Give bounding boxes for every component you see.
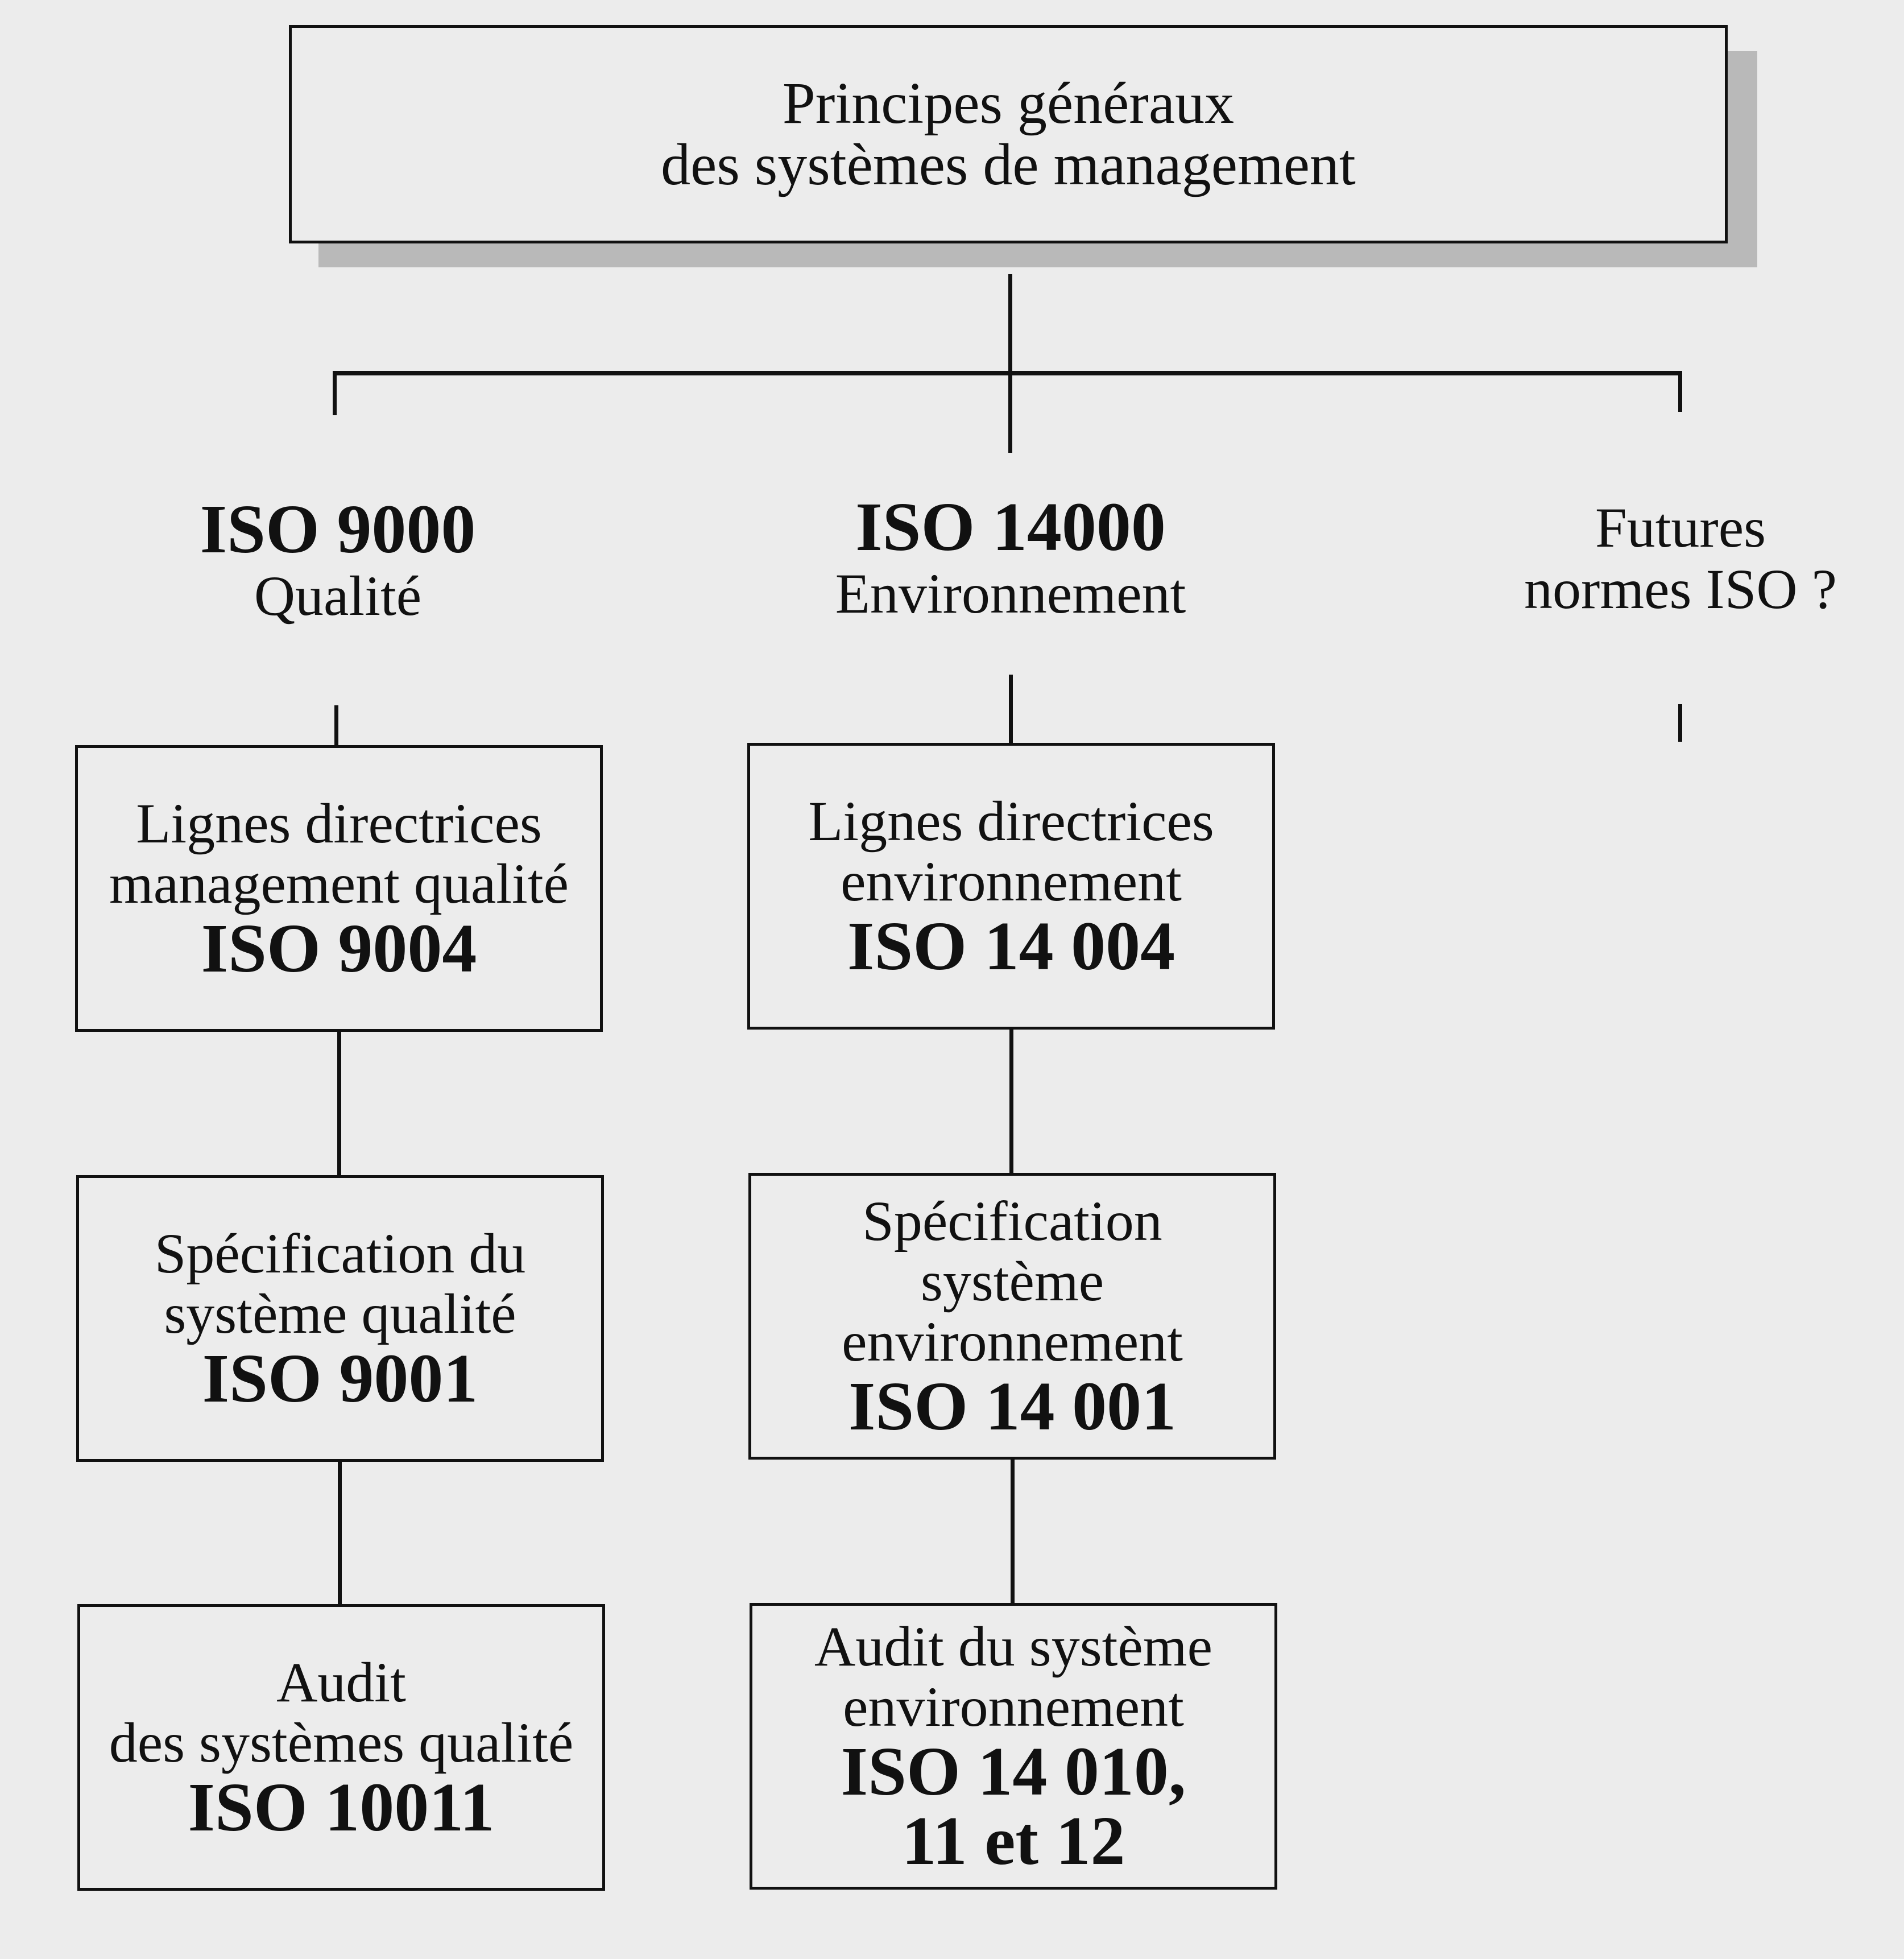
environment-box-audit-line2: environnement [843,1675,1184,1738]
branch-code-quality: ISO 9000 [200,491,476,568]
connector-left-drop [333,371,337,415]
branch-name-environment: Environnement [835,562,1186,625]
environment-box-guidelines: Lignes directrices environnement ISO 14 … [747,743,1275,1030]
quality-box-audit: Audit des systèmes qualité ISO 10011 [77,1604,605,1891]
environment-box-audit: Audit du système environnement ISO 14 01… [750,1603,1277,1890]
connector-quality-2-3 [338,1462,342,1605]
branch-heading-environment: ISO 14000 Environnement [835,491,1186,625]
connector-quality-drop [334,705,338,746]
quality-box-guidelines-line1: Lignes directrices [136,792,542,855]
environment-box-specification-line1: Spécification [862,1189,1162,1253]
branch-name-quality: Qualité [254,564,422,627]
environment-box-audit-line1: Audit du système [814,1615,1212,1678]
top-box-line1: Principes généraux [782,71,1235,136]
branch-future-line2: normes ISO ? [1524,557,1837,621]
connector-environment-drop [1009,675,1013,745]
environment-box-audit-code2: 11 et 12 [901,1803,1125,1879]
environment-box-audit-code: ISO 14 010, [841,1733,1186,1810]
quality-box-audit-line2: des systèmes qualité [109,1711,574,1774]
environment-box-guidelines-code: ISO 14 004 [847,908,1175,985]
connector-quality-1-2 [337,1032,341,1176]
quality-box-guidelines: Lignes directrices management qualité IS… [75,745,603,1032]
top-box: Principes généraux des systèmes de manag… [289,25,1728,243]
quality-box-guidelines-line2: management qualité [109,852,569,915]
environment-box-specification-line2: système [920,1250,1104,1313]
connector-top-vertical [1008,274,1012,453]
environment-box-specification: Spécification système environnement ISO … [748,1173,1276,1460]
connector-horizontal [333,371,1682,375]
environment-box-guidelines-line1: Lignes directrices [808,790,1214,853]
environment-box-specification-line3: environnement [842,1310,1183,1373]
quality-box-specification-line2: système qualité [164,1282,516,1345]
quality-box-specification: Spécification du système qualité ISO 900… [76,1175,604,1462]
branch-code-environment: ISO 14000 [855,489,1166,565]
quality-box-specification-line1: Spécification du [154,1222,526,1285]
branch-future-line1: Futures [1595,496,1766,559]
quality-box-audit-line1: Audit [276,1651,406,1714]
quality-box-audit-code: ISO 10011 [188,1769,495,1846]
environment-box-guidelines-line2: environnement [841,850,1182,913]
quality-box-specification-code: ISO 9001 [202,1340,478,1417]
connector-environment-2-3 [1011,1460,1015,1604]
connector-environment-1-2 [1009,1030,1013,1175]
connector-right-drop [1678,371,1682,412]
top-box-line2: des systèmes de management [661,132,1356,197]
quality-box-guidelines-code: ISO 9004 [201,910,477,987]
branch-heading-future: Futures normes ISO ? [1524,497,1837,620]
connector-future-drop [1678,704,1682,742]
environment-box-specification-code: ISO 14 001 [848,1368,1177,1445]
branch-heading-quality: ISO 9000 Qualité [200,494,476,627]
